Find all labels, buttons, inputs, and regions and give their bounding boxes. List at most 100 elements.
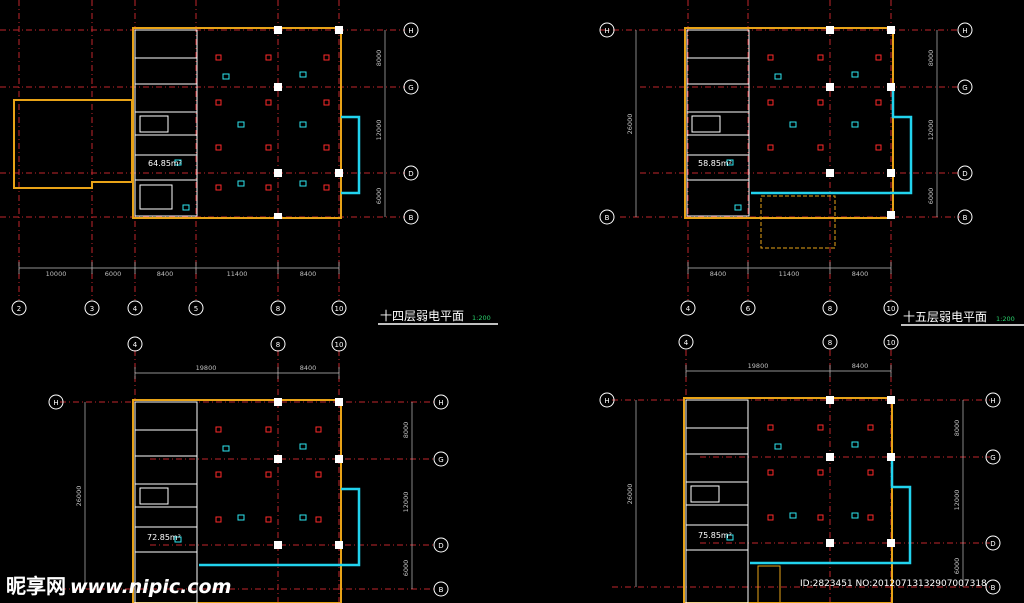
svg-text:8000: 8000 — [953, 420, 961, 437]
axis-bubble: 2 — [11, 300, 27, 316]
svg-text:8: 8 — [276, 341, 280, 349]
svg-text:G: G — [990, 454, 995, 462]
plan-14-area-label: 64.85m² — [148, 159, 182, 168]
svg-text:H: H — [604, 397, 609, 405]
plan-15-scale: 1:200 — [996, 315, 1015, 323]
svg-text:19800: 19800 — [196, 364, 217, 372]
plan-15-columns — [826, 26, 895, 219]
plan-14-axis-bubbles-right: H G D B — [403, 22, 419, 225]
plan-15-devices-red — [767, 54, 882, 151]
axis-bubble: B — [433, 581, 449, 597]
svg-text:H: H — [990, 397, 995, 405]
svg-text:12000: 12000 — [375, 120, 383, 141]
svg-text:26000: 26000 — [626, 484, 634, 505]
svg-text:8: 8 — [828, 339, 832, 347]
svg-text:8400: 8400 — [300, 270, 317, 278]
svg-text:4: 4 — [133, 341, 138, 349]
plan-17-building-outline — [683, 397, 893, 603]
plan-17: 75.85m² 19800 8400 8000 12000 6000 26000… — [599, 334, 1001, 603]
plan-16-dim-labels: 19800 8400 8000 12000 6000 26000 — [75, 364, 410, 576]
svg-text:H: H — [438, 399, 443, 407]
svg-text:10000: 10000 — [46, 270, 67, 278]
svg-text:10: 10 — [887, 305, 896, 313]
axis-bubble: 3 — [84, 300, 100, 316]
axis-bubble: D — [433, 537, 449, 553]
svg-text:B: B — [439, 586, 444, 594]
svg-text:G: G — [438, 456, 443, 464]
plan-16: 72.85m² 19800 8400 8000 12000 6000 26000… — [48, 336, 449, 603]
plan-15-grid-lines — [600, 0, 960, 300]
plan-14-axis-bubbles-bottom: 2 3 4 5 8 10 — [11, 300, 347, 316]
axis-bubble: 8 — [822, 300, 838, 316]
svg-text:H: H — [962, 27, 967, 35]
svg-text:8400: 8400 — [852, 362, 869, 370]
svg-text:H: H — [53, 399, 58, 407]
axis-bubble: 6 — [740, 300, 756, 316]
svg-text:8400: 8400 — [157, 270, 174, 278]
svg-text:6000: 6000 — [402, 560, 410, 577]
axis-bubble: H — [433, 394, 449, 410]
axis-bubble: 10 — [331, 300, 347, 316]
axis-bubble: G — [433, 451, 449, 467]
svg-text:B: B — [605, 214, 610, 222]
axis-bubble: 5 — [188, 300, 204, 316]
svg-text:12000: 12000 — [927, 120, 935, 141]
svg-text:B: B — [409, 214, 414, 222]
plan-15-axis-bubbles: H B H G D B — [599, 22, 973, 225]
plan-15-devices-cyan — [726, 71, 859, 211]
svg-text:B: B — [963, 214, 968, 222]
plan-14-dim-labels: 10000 6000 8400 11400 8400 — [46, 270, 317, 278]
plan-16-columns — [274, 398, 343, 549]
plan-16-devices-red — [215, 426, 322, 523]
plan-16-devices-cyan — [174, 443, 307, 543]
svg-text:10: 10 — [335, 341, 344, 349]
plan-16-core — [134, 401, 198, 603]
axis-bubble: G — [403, 79, 419, 95]
svg-text:6000: 6000 — [953, 558, 961, 575]
axis-bubble: D — [985, 535, 1001, 551]
plan-15-area-label: 58.85m² — [698, 159, 732, 168]
plan-14-building-outline — [132, 27, 342, 219]
plan-14-columns — [274, 26, 343, 219]
plan-17-grid-lines — [612, 350, 990, 603]
svg-text:G: G — [408, 84, 413, 92]
svg-text:8: 8 — [828, 305, 832, 313]
axis-bubble: 8 — [822, 334, 838, 350]
svg-text:12000: 12000 — [402, 492, 410, 513]
axis-bubble: H — [985, 392, 1001, 408]
svg-text:6000: 6000 — [105, 270, 122, 278]
axis-bubble: 4 — [678, 334, 694, 350]
plan-16-dims — [84, 367, 413, 589]
svg-text:8400: 8400 — [300, 364, 317, 372]
svg-text:8: 8 — [276, 305, 280, 313]
watermark-id: ID:2823451 NO:20120713132907007318 — [800, 579, 987, 589]
watermark-logo: 昵享网 — [6, 574, 66, 598]
plan-15-building-outline — [684, 27, 894, 219]
svg-text:2: 2 — [17, 305, 21, 313]
plan-16-building-outline — [132, 399, 342, 603]
plan-17-core — [685, 399, 749, 603]
plan-14-scale: 1:200 — [472, 314, 491, 322]
axis-bubble: G — [985, 449, 1001, 465]
axis-bubble: 10 — [883, 334, 899, 350]
svg-text:D: D — [962, 170, 967, 178]
axis-bubble: D — [403, 165, 419, 181]
axis-bubble: 8 — [270, 336, 286, 352]
svg-text:D: D — [408, 170, 413, 178]
plan-14-dim-labels-right: 8000 12000 6000 — [375, 50, 383, 205]
plan-15-dims-bottom — [635, 30, 938, 274]
axis-bubble: 4 — [127, 300, 143, 316]
plan-14: 64.85m² 10000 6000 8400 11400 8400 8000 … — [0, 0, 498, 325]
axis-bubble: 10 — [331, 336, 347, 352]
svg-text:6: 6 — [746, 305, 751, 313]
plan-14-grid-lines — [0, 0, 405, 300]
plan-15-title: 十五层弱电平面 — [903, 310, 987, 324]
watermark-site: www.nipic.com — [70, 576, 231, 598]
svg-text:8400: 8400 — [852, 270, 869, 278]
axis-bubble: H — [599, 22, 615, 38]
axis-bubble: 4 — [127, 336, 143, 352]
svg-text:26000: 26000 — [75, 486, 83, 507]
plan-17-dims — [635, 365, 964, 587]
plan-14-shaft-wall — [341, 115, 361, 195]
svg-text:8000: 8000 — [927, 50, 935, 67]
